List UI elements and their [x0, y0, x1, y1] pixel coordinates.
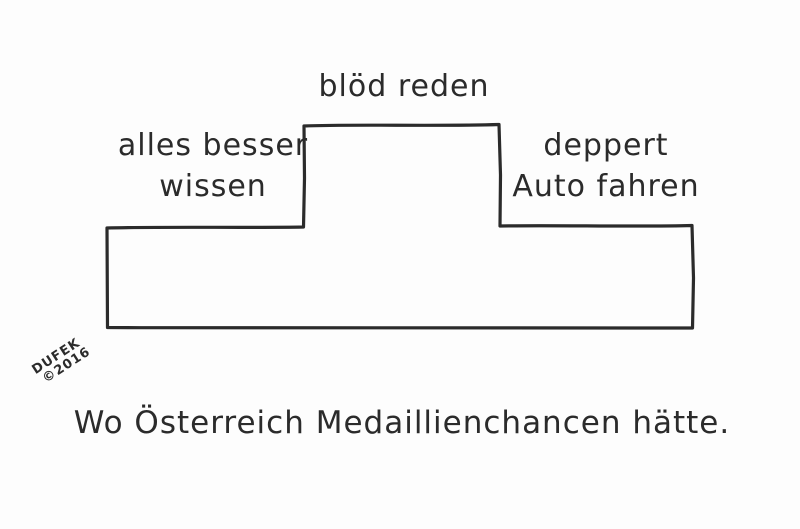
podium-label-left-line2: wissen — [159, 169, 267, 204]
podium-label-right-line1: deppert — [543, 128, 669, 163]
podium-label-left: alles besser wissen — [118, 125, 308, 207]
podium-label-right: deppert Auto fahren — [512, 125, 699, 207]
cartoon-caption: Wo Österreich Medaillienchancen hätte. — [73, 405, 731, 441]
podium-label-left-line1: alles besser — [117, 128, 309, 163]
podium-path — [105, 122, 696, 330]
podium-label-center: blöd reden — [318, 69, 490, 104]
podium-label-right-line2: Auto fahren — [512, 169, 700, 204]
